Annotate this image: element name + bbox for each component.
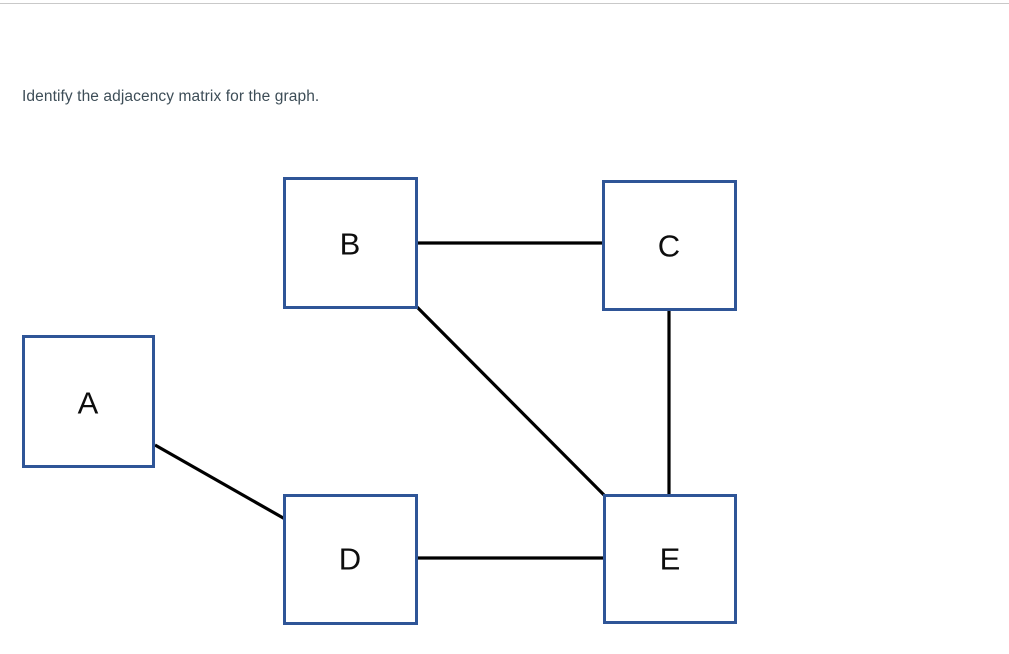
node-a-box <box>22 335 155 468</box>
node-a: A <box>22 335 155 468</box>
node-c: C <box>602 180 737 311</box>
top-divider <box>0 3 1009 4</box>
node-e-box <box>603 494 737 624</box>
node-b-label: B <box>340 227 361 262</box>
graph-nodes: A B C D E <box>22 177 737 625</box>
question-prompt: Identify the adjacency matrix for the gr… <box>22 88 320 105</box>
edge-b-e <box>415 305 606 497</box>
node-a-label: A <box>78 386 99 421</box>
node-d-box <box>283 494 418 625</box>
node-c-box <box>602 180 737 311</box>
edge-a-d <box>154 443 286 521</box>
node-b: B <box>283 177 418 309</box>
node-c-label: C <box>658 229 680 264</box>
node-e-label: E <box>660 542 681 577</box>
node-e: E <box>603 494 737 624</box>
node-d-label: D <box>339 542 361 577</box>
node-b-box <box>283 177 418 309</box>
graph-edges <box>154 241 671 560</box>
node-d: D <box>283 494 418 625</box>
